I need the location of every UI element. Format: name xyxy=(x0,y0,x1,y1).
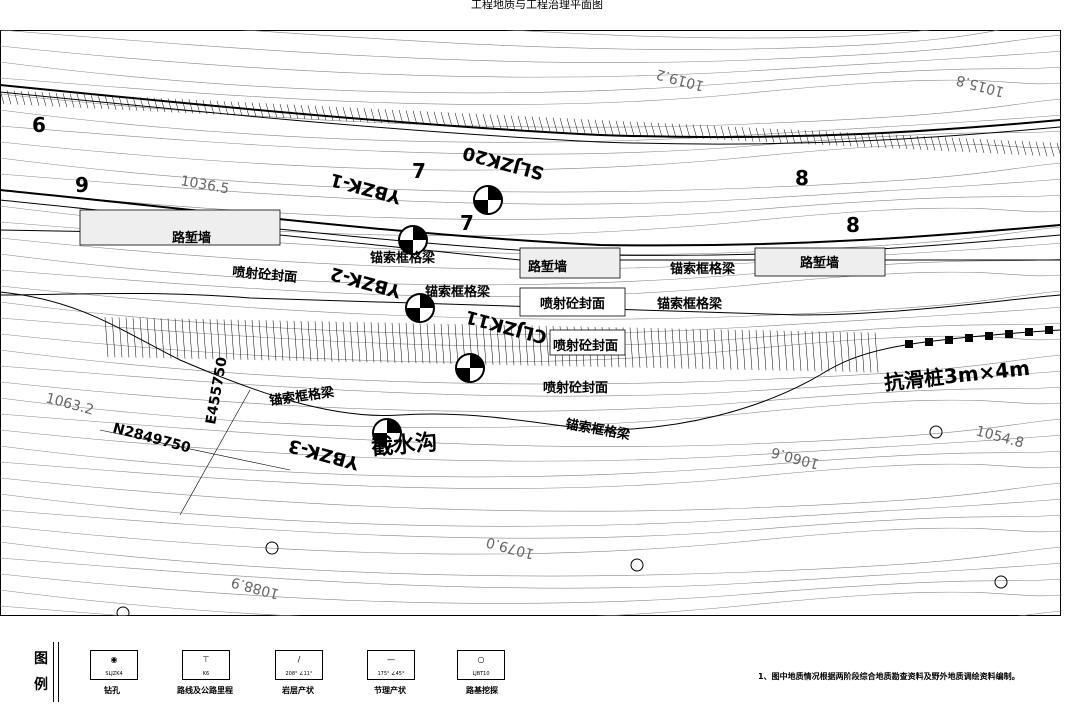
plan-map: 路堑墙 路堑墙 路堑墙 锚索框格梁 锚索框格梁 锚索框格梁 锚索框格梁 锚索框格… xyxy=(0,30,1062,616)
frame-label: 锚索框格梁 xyxy=(425,284,491,300)
shotcrete-label: 喷射砼封面 xyxy=(553,338,618,354)
legend-label: 岩层产状 xyxy=(282,686,314,695)
ditch-label: 截水沟 xyxy=(370,429,438,461)
map-frame xyxy=(0,30,1061,616)
shotcrete-label: 喷射砼封面 xyxy=(540,296,605,312)
station-label: 8 xyxy=(795,166,809,190)
wall-boxes xyxy=(79,209,886,356)
hatch xyxy=(0,89,1062,373)
legend-symbol-pit: ○LJBT10 xyxy=(457,650,505,680)
station-label: 7 xyxy=(460,211,474,235)
station-label: 9 xyxy=(75,173,89,197)
wall-label: 路堑墙 xyxy=(172,230,211,246)
frame-label: 锚索框格梁 xyxy=(670,261,736,277)
shotcrete-label: 喷射砼封面 xyxy=(543,380,608,396)
shotcrete-label: 喷射砼封面 xyxy=(232,264,298,286)
legend-label: 路线及公路里程 xyxy=(177,686,233,695)
legend-symbol-borehole: ◉SLJZK4 xyxy=(90,650,138,680)
borehole-markers xyxy=(116,185,1008,616)
drawing-note: 1、图中地质情况根据两阶段综合地质勘查资料及野外地质调绘资料编制。 xyxy=(758,672,1020,681)
station-label: 6 xyxy=(32,113,46,137)
contour-lines xyxy=(0,30,1062,616)
frame-label: 锚索框格梁 xyxy=(370,250,436,266)
station-label: 8 xyxy=(846,213,860,237)
frame-label: 锚索框格梁 xyxy=(657,296,723,312)
piles xyxy=(905,326,1053,348)
legend-label: 节理产状 xyxy=(374,686,406,695)
legend-heading: 图例 xyxy=(34,651,48,693)
legend-symbol-route: ⊤K6 xyxy=(182,650,230,680)
station-label: 7 xyxy=(412,159,426,183)
wall-label: 路堑墙 xyxy=(800,255,839,271)
legend-symbol-strata: /208° ∠11° xyxy=(275,650,323,680)
legend-label: 钻孔 xyxy=(104,686,120,695)
legend-label: 路基挖探 xyxy=(466,686,498,695)
legend-symbol-joint: —175° ∠45° xyxy=(367,650,415,680)
legend-divider xyxy=(53,642,59,702)
wall-label: 路堑墙 xyxy=(528,259,567,275)
drawing-title: 工程地质与工程治理平面图 xyxy=(471,0,603,11)
